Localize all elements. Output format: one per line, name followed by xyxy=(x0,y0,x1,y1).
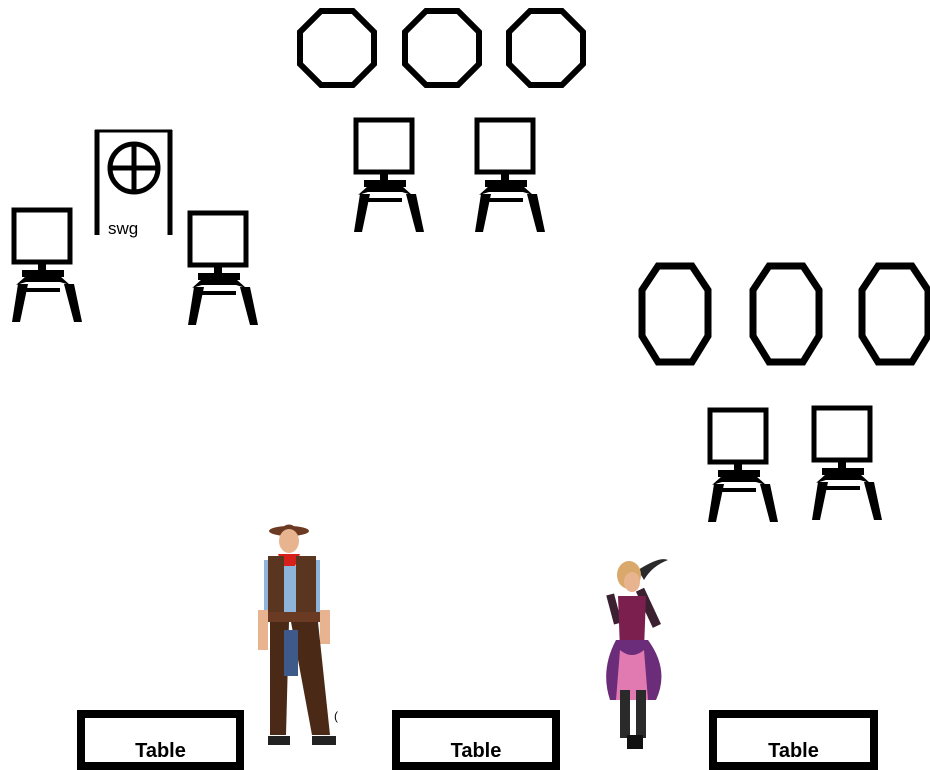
chair-3 xyxy=(354,120,424,232)
oval-light-2 xyxy=(753,266,819,362)
table-1: Table xyxy=(77,710,244,770)
table-2-label: Table xyxy=(451,740,502,762)
table-3: Table xyxy=(709,710,878,770)
oval-light-1 xyxy=(642,266,708,362)
octagon-light-3 xyxy=(509,11,583,85)
stray-mark: ( xyxy=(334,709,338,723)
stage-label: swg xyxy=(108,219,138,239)
chair-1 xyxy=(12,210,82,322)
chair-5 xyxy=(708,410,778,522)
table-3-label: Table xyxy=(768,740,819,762)
octagon-light-1 xyxy=(300,11,374,85)
saloon-girl-figure xyxy=(606,559,668,749)
oval-light-3 xyxy=(862,266,928,362)
crosshair-icon xyxy=(110,144,158,192)
chair-2 xyxy=(188,213,258,325)
table-2: Table xyxy=(392,710,560,770)
chair-4 xyxy=(475,120,545,232)
octagon-light-2 xyxy=(405,11,479,85)
chair-6 xyxy=(812,408,882,520)
cowboy-figure xyxy=(258,525,336,746)
table-1-label: Table xyxy=(135,740,186,762)
